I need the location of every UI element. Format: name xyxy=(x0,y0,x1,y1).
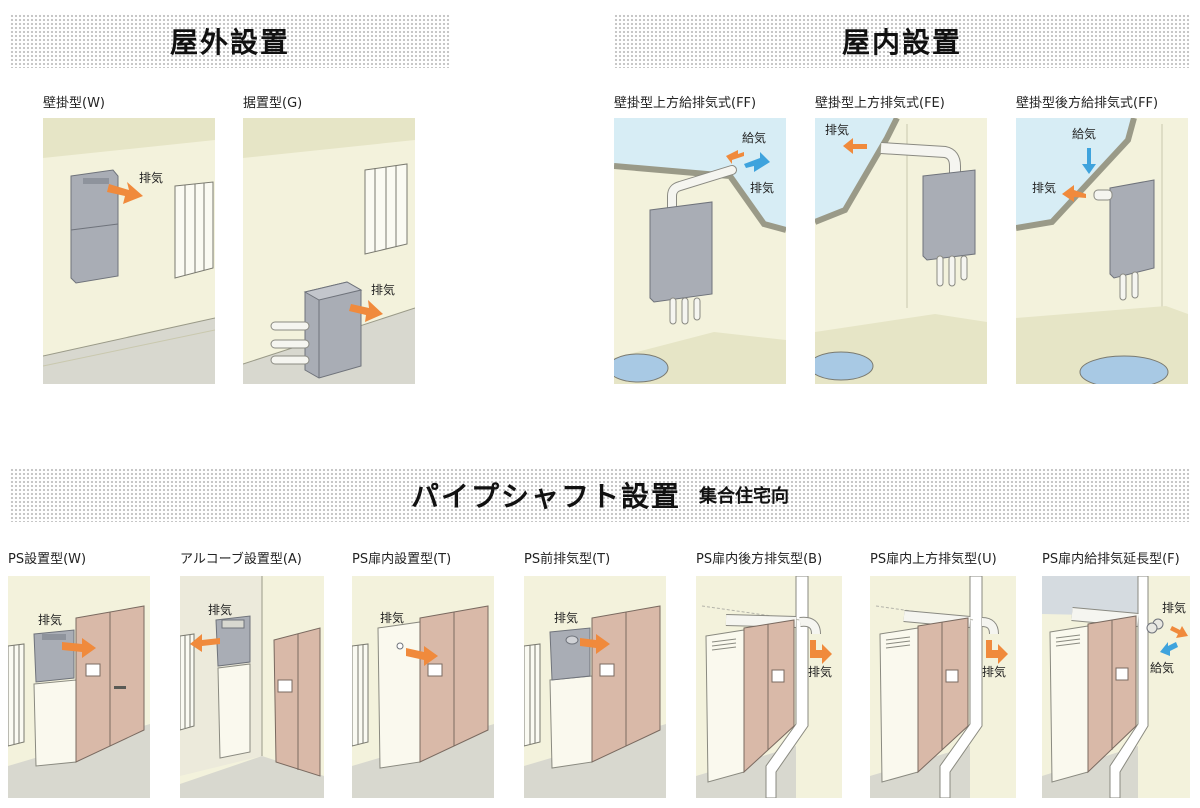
ps-alcove-illustration: 排気 xyxy=(180,576,324,798)
indoor-rear-ff-unit: 壁掛型後方給排気式(FF) 給気 排気 xyxy=(1016,92,1192,384)
outdoor-band: 屋外設置 xyxy=(10,14,450,68)
ps-door-extension-illustration: 排気 給気 xyxy=(1042,576,1190,798)
exhaust-label: 排気 xyxy=(1032,180,1056,195)
unit-caption: PS扉内後方排気型(B) xyxy=(696,552,823,567)
indoor-title: 屋内設置 xyxy=(841,26,962,59)
unit-caption: 据置型(G) xyxy=(243,96,303,111)
exhaust-label: 排気 xyxy=(371,282,395,297)
indoor-top-fe-unit: 壁掛型上方排気式(FE) 排気 xyxy=(815,92,991,384)
ps-alcove-unit: アルコーブ設置型(A) 排気 xyxy=(180,548,330,800)
ps-door-rear-exhaust-unit: PS扉内後方排気型(B) 排気 xyxy=(696,548,846,800)
ps-door-top-exhaust-illustration: 排気 xyxy=(870,576,1016,798)
unit-caption: PS扉内給排気延長型(F) xyxy=(1042,552,1180,567)
unit-caption: アルコーブ設置型(A) xyxy=(180,552,302,567)
exhaust-label: 排気 xyxy=(808,664,832,679)
exhaust-label: 排気 xyxy=(139,170,163,185)
pipeshaft-title: パイプシャフト設置 xyxy=(410,480,681,513)
pipeshaft-subtitle: 集合住宅向 xyxy=(699,486,789,507)
ps-front-exhaust-unit: PS前排気型(T) 排気 xyxy=(524,548,674,800)
outdoor-title: 屋外設置 xyxy=(169,26,290,59)
intake-label: 給気 xyxy=(1072,126,1096,141)
unit-caption: PS扉内設置型(T) xyxy=(352,552,452,567)
indoor-top-ff-illustration: 給気 排気 xyxy=(614,118,786,384)
exhaust-label: 排気 xyxy=(554,610,578,625)
floor-stand-illustration: 排気 xyxy=(243,118,415,384)
exhaust-label: 排気 xyxy=(1162,600,1186,615)
ps-door-inner-unit: PS扉内設置型(T) 排気 xyxy=(352,548,502,800)
exhaust-label: 排気 xyxy=(982,664,1006,679)
ps-wall-unit: PS設置型(W) 排気 xyxy=(8,548,158,800)
ps-door-extension-unit: PS扉内給排気延長型(F) 排気 給気 xyxy=(1042,548,1192,800)
indoor-band: 屋内設置 xyxy=(614,14,1190,68)
outdoor-wall-unit: 壁掛型(W) 排気 xyxy=(43,92,215,384)
exhaust-label: 排気 xyxy=(825,122,849,137)
intake-label: 給気 xyxy=(742,130,766,145)
unit-caption: PS前排気型(T) xyxy=(524,552,611,567)
unit-caption: 壁掛型後方給排気式(FF) xyxy=(1016,96,1159,111)
wall-mount-illustration: 排気 xyxy=(43,118,215,384)
unit-caption: PS扉内上方排気型(U) xyxy=(870,552,997,567)
ps-door-rear-exhaust-illustration: 排気 xyxy=(696,576,842,798)
unit-caption: 壁掛型上方給排気式(FF) xyxy=(614,96,757,111)
unit-caption: 壁掛型(W) xyxy=(43,96,105,111)
indoor-rear-ff-illustration: 給気 排気 xyxy=(1016,118,1188,384)
unit-caption: 壁掛型上方排気式(FE) xyxy=(815,96,945,111)
indoor-top-fe-illustration: 排気 xyxy=(815,118,987,384)
ps-front-exhaust-illustration: 排気 xyxy=(524,576,666,798)
outdoor-floor-unit: 据置型(G) 排気 xyxy=(243,92,415,384)
exhaust-label: 排気 xyxy=(208,602,232,617)
intake-label: 給気 xyxy=(1150,660,1174,675)
ps-door-inner-illustration: 排気 xyxy=(352,576,494,798)
ps-wall-illustration: 排気 xyxy=(8,576,150,798)
exhaust-label: 排気 xyxy=(750,180,774,195)
exhaust-label: 排気 xyxy=(380,610,404,625)
unit-caption: PS設置型(W) xyxy=(8,552,87,567)
pipeshaft-band: パイプシャフト設置 集合住宅向 xyxy=(10,468,1190,522)
indoor-top-ff-unit: 壁掛型上方給排気式(FF) 給気 排気 xyxy=(614,92,790,384)
ps-door-top-exhaust-unit: PS扉内上方排気型(U) 排気 xyxy=(870,548,1020,800)
exhaust-label: 排気 xyxy=(38,612,62,627)
